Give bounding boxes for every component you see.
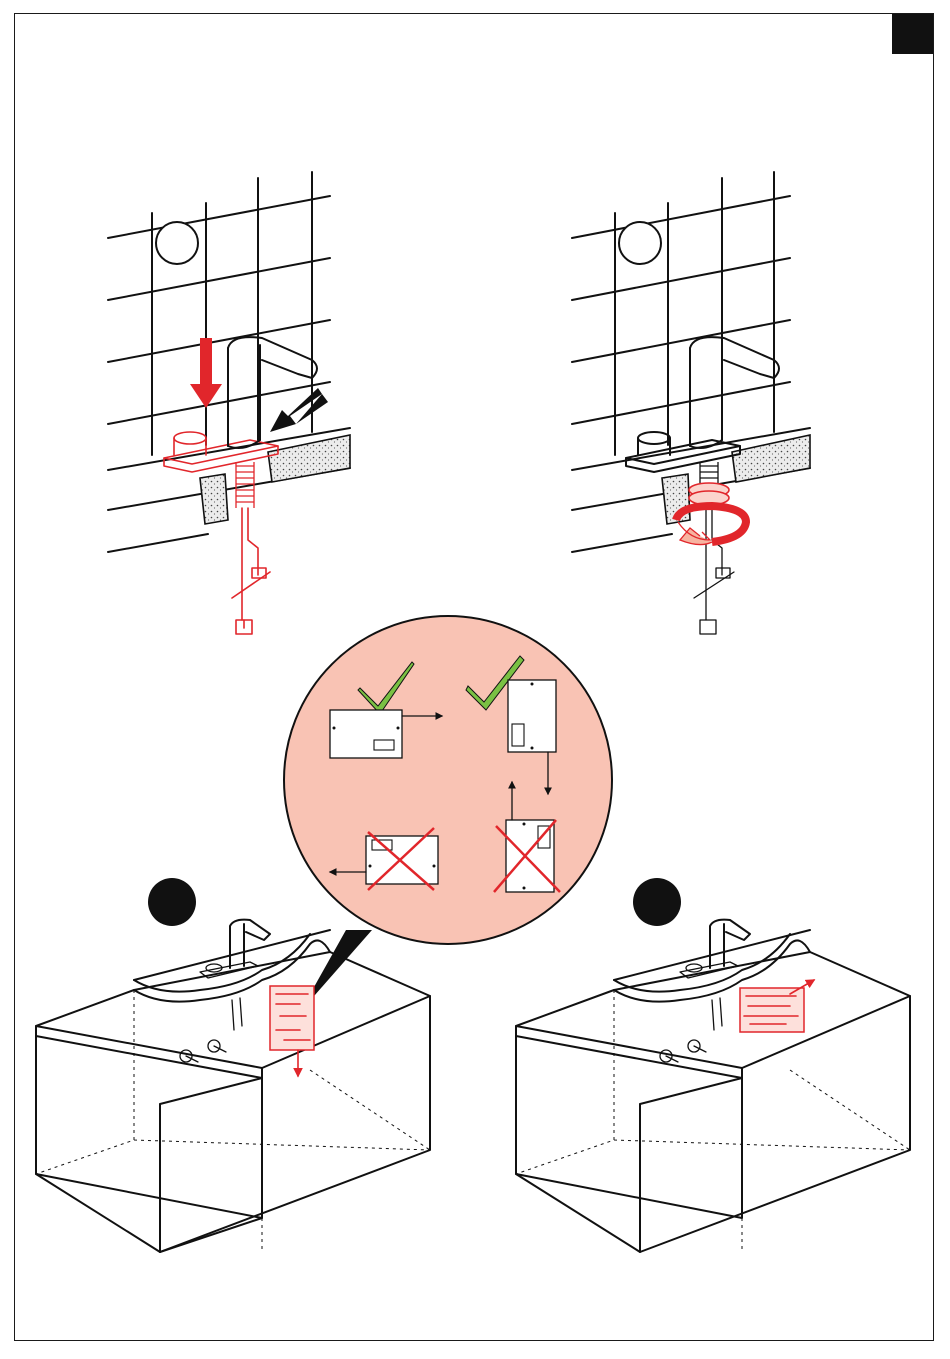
faucet-step1: [164, 337, 317, 634]
step-1-marker: [156, 222, 198, 264]
red-arrow-down-icon: [190, 338, 222, 408]
rotate-arrow-icon: [676, 506, 746, 545]
step-4-marker: [633, 878, 681, 926]
faucet-step2: [626, 337, 779, 634]
control-box-horizontal: [740, 980, 814, 1032]
step-1-faucet-mounting: [108, 172, 350, 634]
step-2-marker: [619, 222, 661, 264]
step-2-tighten-nut: [572, 172, 810, 634]
tile-wall-2: [572, 172, 790, 455]
black-arrow-icon: [270, 388, 328, 432]
step-3-marker: [148, 878, 196, 926]
step-4-vanity-horizontal: [516, 878, 910, 1252]
step-3-vanity-vertical: [36, 878, 430, 1252]
tile-wall: [108, 172, 330, 455]
